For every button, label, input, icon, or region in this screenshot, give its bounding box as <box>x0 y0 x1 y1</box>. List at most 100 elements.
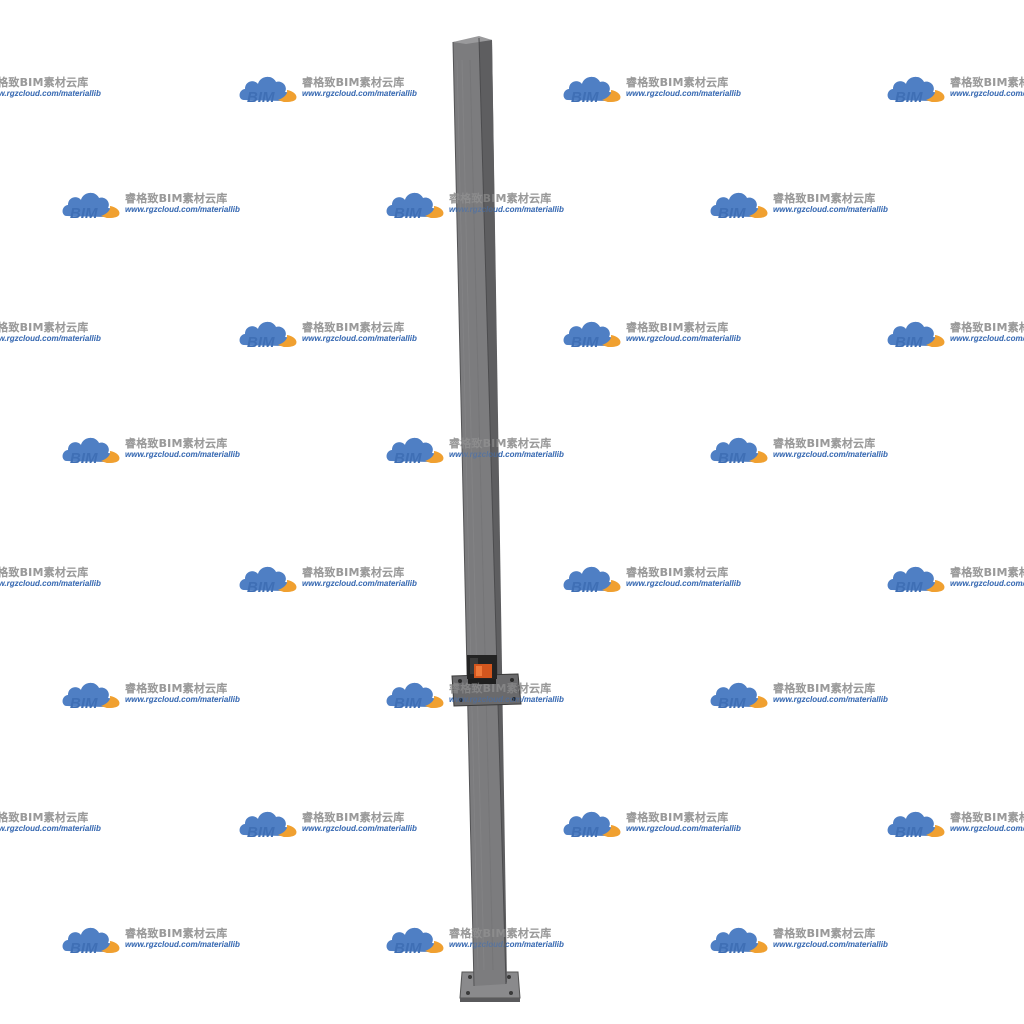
brand-url: www.rgzcloud.com/materiallib <box>449 940 564 949</box>
logo-text: BIM <box>571 334 599 351</box>
brand-url: www.rgzcloud.com/materiallib <box>302 89 417 98</box>
logo-text: BIM <box>394 205 422 222</box>
brand-url: www.rgzcloud.com/materiallib <box>626 89 741 98</box>
watermark: BIM 睿格致BIM素材云库 www.rgzcloud.com/material… <box>709 186 899 226</box>
logo-text: BIM <box>70 205 98 222</box>
brand-url: www.rgzcloud.com/materiallib <box>773 450 888 459</box>
watermark: BIM 睿格致BIM素材云库 www.rgzcloud.com/material… <box>0 560 112 600</box>
brand-url: www.rgzcloud.com/materiallib <box>950 579 1024 588</box>
brand-name: 睿格致BIM素材云库 <box>950 566 1024 579</box>
logo-text: BIM <box>571 89 599 106</box>
brand-name: 睿格致BIM素材云库 <box>773 927 876 940</box>
logo-text: BIM <box>895 89 923 106</box>
logo-text: BIM <box>895 824 923 841</box>
logo-text: BIM <box>394 940 422 957</box>
logo-text: BIM <box>394 450 422 467</box>
logo-text: BIM <box>247 824 275 841</box>
cloud-icon: BIM <box>563 566 621 596</box>
watermark: BIM 睿格致BIM素材云库 www.rgzcloud.com/material… <box>61 676 251 716</box>
cloud-icon: BIM <box>386 437 444 467</box>
brand-name: 睿格致BIM素材云库 <box>125 927 228 940</box>
watermark: BIM 睿格致BIM素材云库 www.rgzcloud.com/material… <box>385 186 575 226</box>
brand-url: www.rgzcloud.com/materiallib <box>950 579 1024 588</box>
brand-url: www.rgzcloud.com/materiallib <box>0 579 101 588</box>
brand-url: www.rgzcloud.com/materiallib <box>0 89 101 98</box>
brand-url: www.rgzcloud.com/materiallib <box>626 334 741 343</box>
brand-url: www.rgzcloud.com/materiallib <box>125 450 240 459</box>
watermark: BIM 睿格致BIM素材云库 www.rgzcloud.com/material… <box>0 560 112 600</box>
brand-name: 睿格致BIM素材云库 <box>449 682 552 695</box>
brand-name: 睿格致BIM素材云库 <box>773 192 876 205</box>
cloud-icon: BIM <box>887 76 945 106</box>
brand-name: 睿格致BIM素材云库 <box>302 566 405 579</box>
brand-url: www.rgzcloud.com/materiallib <box>302 334 417 343</box>
brand-name: 睿格致BIM素材云库 <box>626 811 729 824</box>
brand-name: 睿格致BIM素材云库 <box>125 192 228 205</box>
watermark: BIM 睿格致BIM素材云库 www.rgzcloud.com/material… <box>385 676 575 716</box>
logo-text: BIM <box>895 579 923 596</box>
brand-name: 睿格致BIM素材云库 <box>449 437 552 450</box>
brand-name: 睿格致BIM素材云库 <box>302 566 405 579</box>
brand-name: 睿格致BIM素材云库 <box>0 566 89 579</box>
brand-name: 睿格致BIM素材云库 <box>125 682 228 695</box>
brand-name: 睿格致BIM素材云库 <box>449 192 552 205</box>
watermark: BIM 睿格致BIM素材云库 www.rgzcloud.com/material… <box>886 70 1024 110</box>
cloud-icon: BIM <box>239 321 297 351</box>
brand-name: 睿格致BIM素材云库 <box>125 682 228 695</box>
brand-name: 睿格致BIM素材云库 <box>950 321 1024 334</box>
logo-text: BIM <box>895 334 923 351</box>
brand-url: www.rgzcloud.com/materiallib <box>626 334 741 343</box>
brand-name: 睿格致BIM素材云库 <box>302 811 405 824</box>
watermark: BIM 睿格致BIM素材云库 www.rgzcloud.com/material… <box>562 560 752 600</box>
brand-name: 睿格致BIM素材云库 <box>950 76 1024 89</box>
brand-name: 睿格致BIM素材云库 <box>302 76 405 89</box>
cloud-icon: BIM <box>62 437 120 467</box>
brand-url: www.rgzcloud.com/materiallib <box>125 695 240 704</box>
brand-name: 睿格致BIM素材云库 <box>950 321 1024 334</box>
brand-url: www.rgzcloud.com/materiallib <box>125 450 240 459</box>
brand-name: 睿格致BIM素材云库 <box>773 682 876 695</box>
logo-text: BIM <box>718 205 746 222</box>
brand-url: www.rgzcloud.com/materiallib <box>773 695 888 704</box>
brand-name: 睿格致BIM素材云库 <box>626 76 729 89</box>
brand-url: www.rgzcloud.com/materiallib <box>0 579 101 588</box>
watermark: BIM 睿格致BIM素材云库 www.rgzcloud.com/material… <box>61 431 251 471</box>
logo-text: BIM <box>718 695 746 712</box>
logo-text: BIM <box>247 334 275 351</box>
brand-url: www.rgzcloud.com/materiallib <box>449 940 564 949</box>
cloud-icon: BIM <box>386 192 444 222</box>
brand-name: 睿格致BIM素材云库 <box>125 437 228 450</box>
watermark: BIM 睿格致BIM素材云库 www.rgzcloud.com/material… <box>61 186 251 226</box>
logo-text: BIM <box>247 579 275 596</box>
watermark: BIM 睿格致BIM素材云库 www.rgzcloud.com/material… <box>0 70 112 110</box>
brand-url: www.rgzcloud.com/materiallib <box>626 824 741 833</box>
logo-text: BIM <box>571 824 599 841</box>
watermark: BIM 睿格致BIM素材云库 www.rgzcloud.com/material… <box>562 70 752 110</box>
brand-url: www.rgzcloud.com/materiallib <box>773 205 888 214</box>
brand-url: www.rgzcloud.com/materiallib <box>0 334 101 343</box>
watermark: BIM 睿格致BIM素材云库 www.rgzcloud.com/material… <box>238 70 428 110</box>
brand-url: www.rgzcloud.com/materiallib <box>302 824 417 833</box>
brand-name: 睿格致BIM素材云库 <box>626 321 729 334</box>
brand-url: www.rgzcloud.com/materiallib <box>302 579 417 588</box>
brand-name: 睿格致BIM素材云库 <box>302 76 405 89</box>
brand-url: www.rgzcloud.com/materiallib <box>0 334 101 343</box>
brand-name: 睿格致BIM素材云库 <box>0 811 89 824</box>
cloud-icon: BIM <box>62 192 120 222</box>
brand-name: 睿格致BIM素材云库 <box>626 76 729 89</box>
watermark: BIM 睿格致BIM素材云库 www.rgzcloud.com/material… <box>562 315 752 355</box>
brand-name: 睿格致BIM素材云库 <box>449 927 552 940</box>
steel-post <box>452 36 507 987</box>
brand-name: 睿格致BIM素材云库 <box>773 682 876 695</box>
brand-url: www.rgzcloud.com/materiallib <box>950 334 1024 343</box>
watermark: BIM 睿格致BIM素材云库 www.rgzcloud.com/material… <box>238 560 428 600</box>
brand-url: www.rgzcloud.com/materiallib <box>950 824 1024 833</box>
brand-url: www.rgzcloud.com/materiallib <box>449 450 564 459</box>
brand-url: www.rgzcloud.com/materiallib <box>449 205 564 214</box>
logo-text: BIM <box>718 450 746 467</box>
brand-name: 睿格致BIM素材云库 <box>626 566 729 579</box>
cloud-icon: BIM <box>710 682 768 712</box>
brand-name: 睿格致BIM素材云库 <box>302 321 405 334</box>
brand-name: 睿格致BIM素材云库 <box>0 76 89 89</box>
